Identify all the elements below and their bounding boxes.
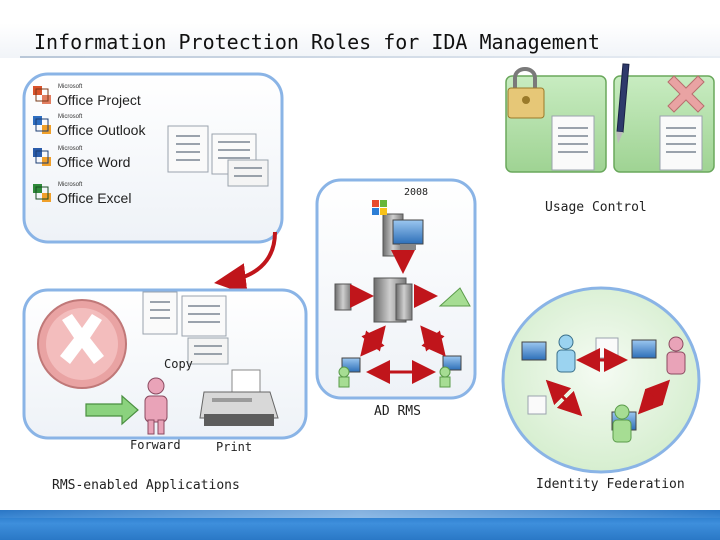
person-icon — [556, 334, 576, 373]
office-project-brand: Microsoft — [58, 84, 83, 90]
office-word-logo — [33, 148, 51, 166]
client-computer-icon — [338, 357, 361, 388]
slide-title: Information Protection Roles for IDA Man… — [34, 30, 600, 54]
client-computer-icon — [439, 355, 462, 388]
forward-arrow-icon — [85, 394, 139, 426]
flow-arrow — [360, 325, 386, 357]
person-icon — [144, 377, 168, 435]
deny-icon — [667, 75, 705, 113]
identity-federation-label: Identity Federation — [536, 477, 685, 492]
copy-label: Copy — [164, 357, 193, 371]
ad-rms-label: AD RMS — [374, 404, 421, 419]
deny-icon — [37, 299, 127, 389]
office-word-brand: Microsoft — [58, 146, 83, 152]
office-outlook-logo — [33, 116, 51, 134]
server-cluster-icon — [334, 277, 471, 323]
person-icon — [612, 404, 632, 443]
office-excel-brand: Microsoft — [58, 182, 83, 188]
title-divider — [20, 56, 720, 58]
office-project-label: Office Project — [57, 92, 141, 108]
flow-arrow — [545, 379, 583, 417]
office-excel-logo — [33, 184, 51, 202]
documents-icon — [167, 125, 269, 187]
office-outlook-brand: Microsoft — [58, 114, 83, 120]
title-band — [0, 0, 720, 58]
flow-arrow — [637, 379, 671, 415]
document-icon — [551, 115, 595, 171]
windows-server-computer-icon — [372, 200, 424, 257]
person-icon — [666, 336, 686, 375]
printer-icon — [199, 369, 279, 426]
document-icon — [659, 115, 703, 171]
office-outlook-label: Office Outlook — [57, 122, 146, 138]
office-project-logo — [33, 86, 51, 104]
office-excel-label: Office Excel — [57, 190, 132, 206]
usage-control-label: Usage Control — [545, 200, 647, 215]
flow-arrow — [214, 231, 277, 295]
lock-icon — [507, 67, 545, 119]
rms-applications-label: RMS-enabled Applications — [52, 478, 240, 493]
identity-federation-circle — [501, 286, 701, 474]
office-apps-panel — [22, 72, 284, 244]
server-version-label: 2008 — [404, 187, 429, 198]
pen-icon — [616, 63, 630, 144]
forward-label: Forward — [130, 438, 181, 452]
footer-bar — [0, 510, 720, 540]
documents-icon — [142, 291, 229, 365]
print-label: Print — [216, 440, 253, 454]
flow-arrow — [420, 325, 446, 357]
office-word-label: Office Word — [57, 154, 131, 170]
